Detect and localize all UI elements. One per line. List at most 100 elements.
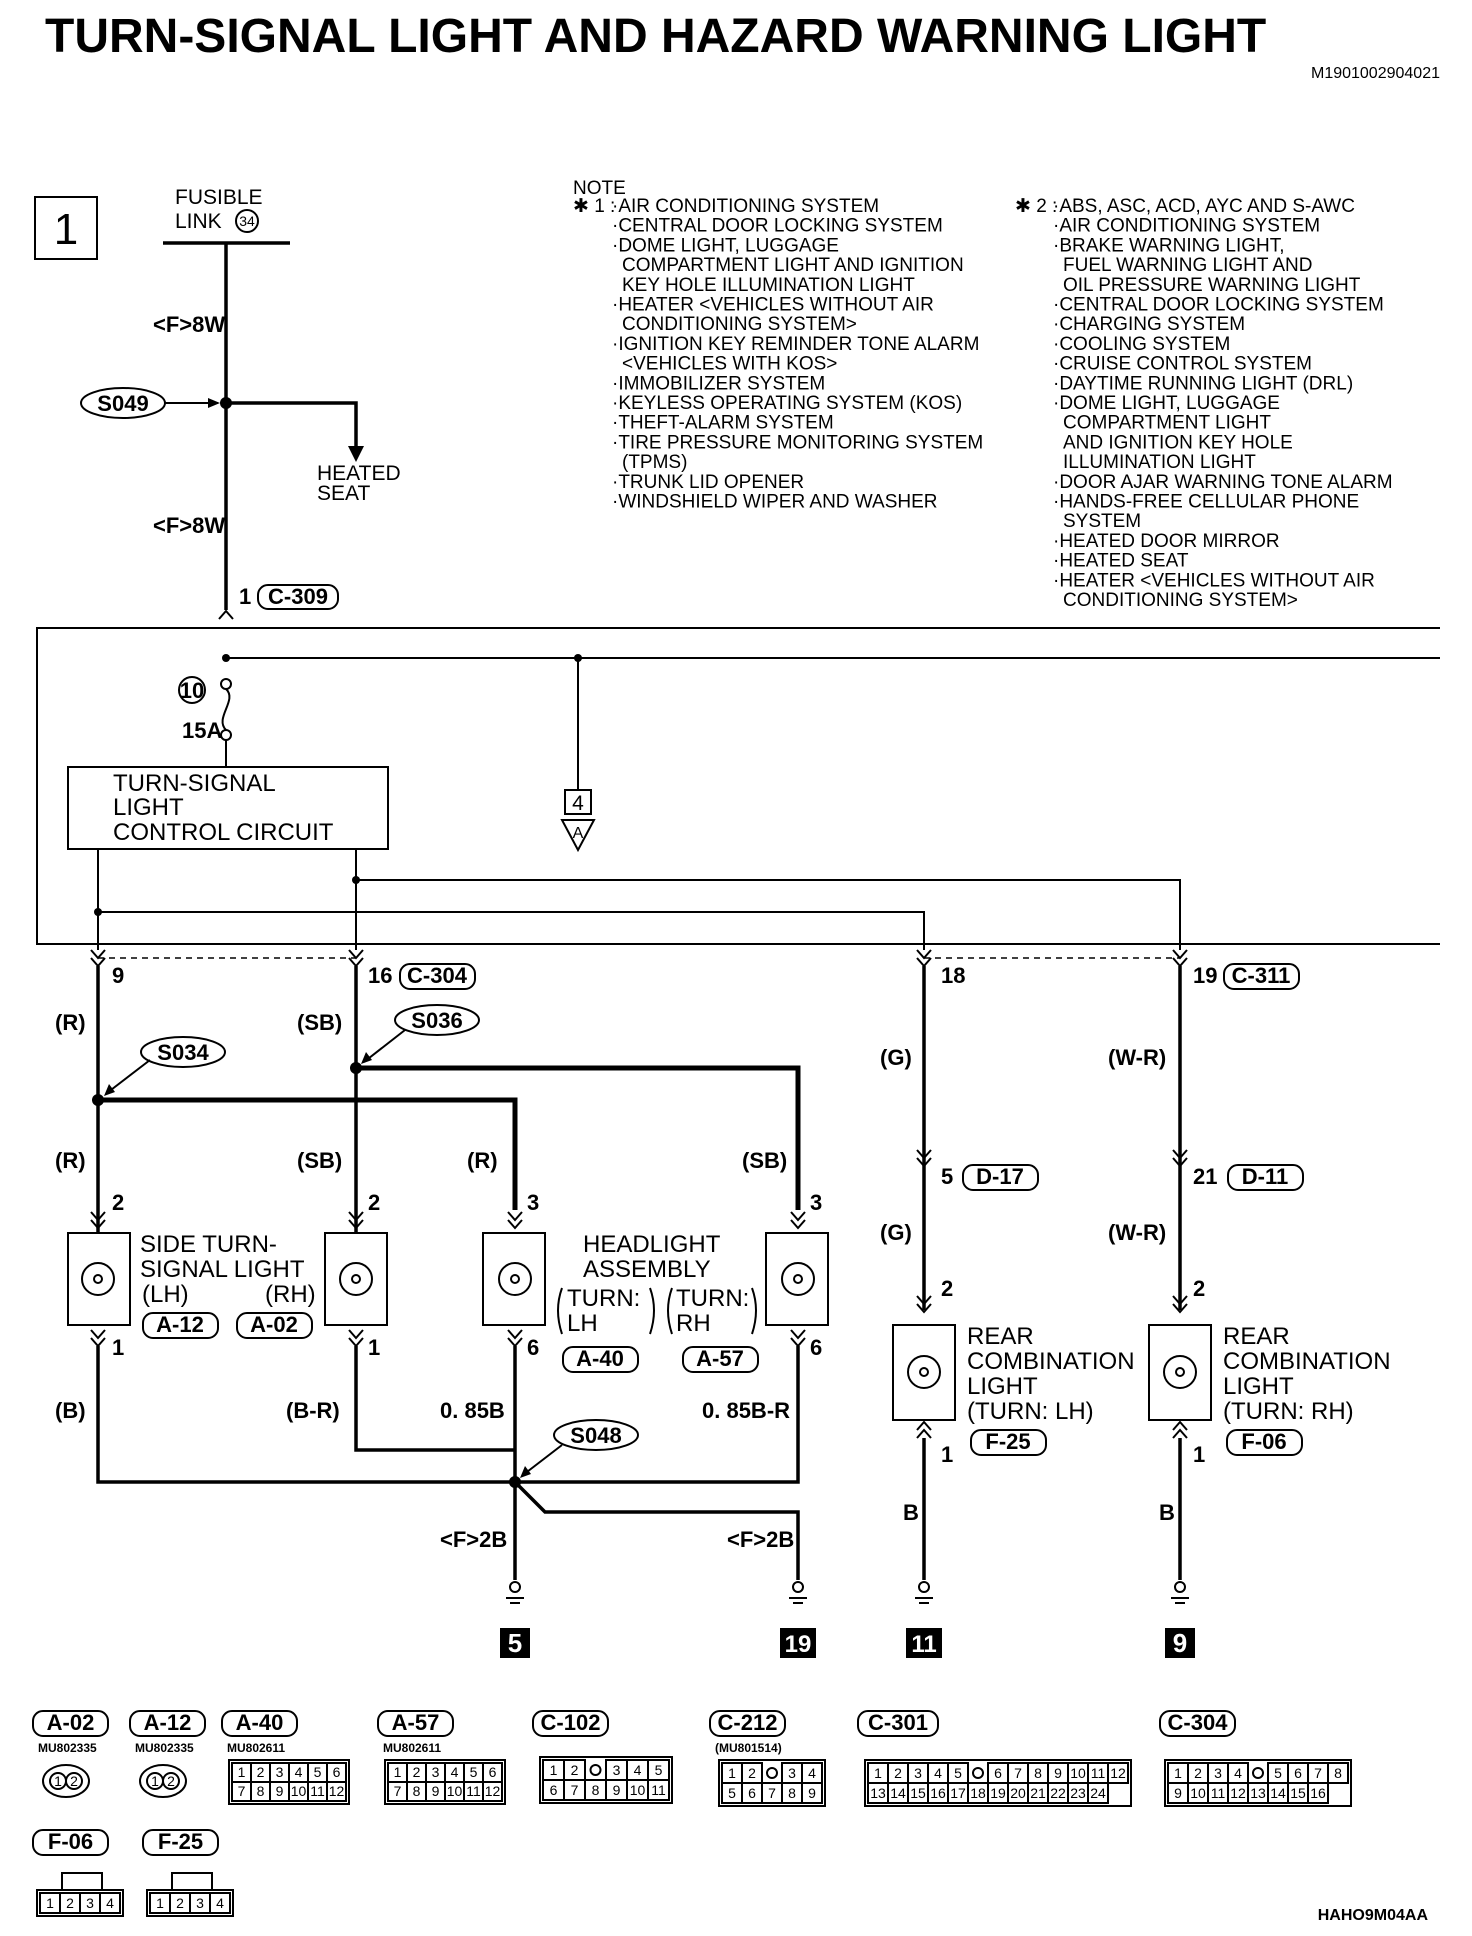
rear-combination-lamp-lh — [892, 1324, 956, 1421]
headlight-conn-lh: A-40 — [576, 1346, 624, 1371]
splice-s034-oval — [140, 1036, 226, 1068]
rear-combination-lamp-rh — [1148, 1324, 1212, 1421]
legend-c301-housing — [864, 1759, 1132, 1807]
s034-pointer — [106, 1059, 151, 1094]
legend-a57-pin: 6 — [489, 1764, 497, 1780]
note-header: NOTE — [573, 178, 626, 199]
a57-tag — [682, 1346, 759, 1373]
doc-code: M1901002904021 — [1311, 65, 1440, 82]
heated-seat-label-1: HEATED — [317, 462, 401, 485]
legend-f06-pin: 3 — [86, 1895, 94, 1911]
diagram-title: TURN-SIGNAL LIGHT AND HAZARD WARNING LIG… — [45, 10, 1266, 63]
note-star1-item: ·TIRE PRESSURE MONITORING SYSTEM — [612, 432, 983, 453]
headlight-turn-lamp-rh — [765, 1232, 829, 1326]
legend-c304-pin: 12 — [1230, 1785, 1246, 1801]
control-unit-boundary — [36, 627, 1440, 945]
legend-c102-pin: 10 — [630, 1782, 646, 1798]
legend-c301-pin: 19 — [990, 1785, 1006, 1801]
s049-arrow — [208, 398, 220, 408]
legend-c304-pin: 5 — [1274, 1765, 1282, 1781]
splice-s034: S034 — [157, 1040, 209, 1065]
wire-color-sb-head: (SB) — [742, 1148, 787, 1173]
ground-point-5: 5 — [508, 1628, 522, 1658]
legend-c301-pin: 1 — [874, 1765, 882, 1781]
c304-pin-16: 16 — [368, 963, 392, 988]
note-star1-item: ·TRUNK LID OPENER — [612, 472, 804, 493]
wire-s034-to-head-lh — [98, 1097, 518, 1210]
legend-c102-tag — [532, 1710, 609, 1737]
legend-a02-label: A-02 — [47, 1710, 95, 1735]
legend-c212-pin: 3 — [788, 1765, 796, 1781]
rear-lh-connector: F-25 — [985, 1429, 1030, 1454]
a02-tag — [236, 1312, 313, 1339]
legend-c301-pin: 7 — [1014, 1765, 1022, 1781]
legend-c301-pin: 4 — [934, 1765, 942, 1781]
legend-a02-housing — [42, 1764, 90, 1798]
fuse-terminal-bottom — [220, 729, 232, 741]
ground-point-9-box — [1165, 1628, 1195, 1658]
heated-seat-label-2: SEAT — [317, 482, 370, 505]
legend-a57-pin: 8 — [413, 1783, 421, 1799]
legend-c301-pin: 2 — [894, 1765, 902, 1781]
s036-junction-dot — [350, 1062, 362, 1074]
splice-s049: S049 — [97, 391, 148, 416]
page-number-box — [34, 196, 98, 260]
ground-point-19: 19 — [785, 1631, 812, 1658]
legend-c304-pin: 3 — [1214, 1765, 1222, 1781]
legend-a40-pin: 3 — [276, 1764, 284, 1780]
headlight-conn-rh: A-57 — [696, 1346, 744, 1371]
legend-a12-part: MU802335 — [135, 1741, 194, 1755]
rear-rh-label-2: COMBINATION — [1223, 1348, 1391, 1375]
note-star2-item: ·HANDS-FREE CELLULAR PHONE — [1053, 492, 1359, 513]
legend-c304-pin: 13 — [1250, 1785, 1266, 1801]
legend-c212-label: C-212 — [718, 1710, 778, 1735]
headlight-rh-paren-open — [667, 1287, 673, 1335]
legend-a12-label: A-12 — [144, 1710, 192, 1735]
c309-tag — [257, 584, 339, 610]
legend-c304-pin: 16 — [1310, 1785, 1326, 1801]
legend-a40-tag — [221, 1710, 298, 1737]
d11-tag — [1227, 1164, 1304, 1191]
s036-pointer — [363, 1029, 406, 1063]
headlight-label-2: ASSEMBLY — [583, 1256, 711, 1283]
note-star1-item: ·KEYLESS OPERATING SYSTEM (KOS) — [612, 393, 962, 414]
legend-c212-housing — [718, 1759, 826, 1807]
note-star1-item: KEY HOLE ILLUMINATION LIGHT — [622, 275, 915, 296]
ground-point-5-box — [500, 1628, 530, 1658]
legend-f06-pin: 2 — [66, 1895, 74, 1911]
legend-a57-pin: 4 — [451, 1764, 459, 1780]
s034-junction-dot — [92, 1094, 104, 1106]
legend-c102-pin: 3 — [613, 1762, 621, 1778]
legend-c301-pin: 15 — [910, 1785, 926, 1801]
rear-lh-label-4: (TURN: LH) — [967, 1398, 1094, 1425]
d17-connector: D-17 — [976, 1164, 1024, 1189]
legend-a40-pin: 8 — [257, 1783, 265, 1799]
side-turn-conn-rh: A-02 — [250, 1312, 298, 1337]
heated-seat-arrow — [348, 446, 364, 462]
side-turn-lamp-rh-bulb-icon — [339, 1262, 373, 1296]
note-star2-item: ·ABS, ASC, ACD, AYC AND S-AWC — [1053, 196, 1355, 217]
headlight-rh-paren-close — [751, 1287, 757, 1335]
wire-8w-1: <F>8W — [153, 312, 225, 337]
control-circuit-label-3: CONTROL CIRCUIT — [113, 819, 334, 846]
note-star2-item: ·BRAKE WARNING LIGHT, — [1053, 235, 1285, 256]
note-star1-list: ·AIR CONDITIONING SYSTEM·CENTRAL DOOR LO… — [612, 196, 983, 513]
s048-junction-dot — [509, 1476, 521, 1488]
legend-c304-pin: 10 — [1190, 1785, 1206, 1801]
legend-c212-pin: 4 — [808, 1765, 816, 1781]
side-turn-lh: (LH) — [142, 1281, 189, 1308]
legend-c304-tag — [1159, 1710, 1236, 1737]
fusible-link-label-1: FUSIBLE — [175, 186, 263, 209]
legend-a40-pin: 4 — [295, 1764, 303, 1780]
legend-a12-pin: 1 — [151, 1773, 159, 1789]
fuse-number: 10 — [180, 678, 204, 703]
wire-color-wr-mid: (W-R) — [1108, 1220, 1166, 1245]
f06-tag — [1226, 1429, 1303, 1456]
splice-s036: S036 — [411, 1008, 462, 1033]
rear-lh-label-3: LIGHT — [967, 1373, 1038, 1400]
s048-pointer — [522, 1444, 563, 1476]
pin-head-rh-bot: 6 — [810, 1335, 822, 1360]
c311-pin-18: 18 — [941, 963, 965, 988]
s048-arrow — [520, 1466, 531, 1478]
legend-c301-label: C-301 — [868, 1710, 928, 1735]
